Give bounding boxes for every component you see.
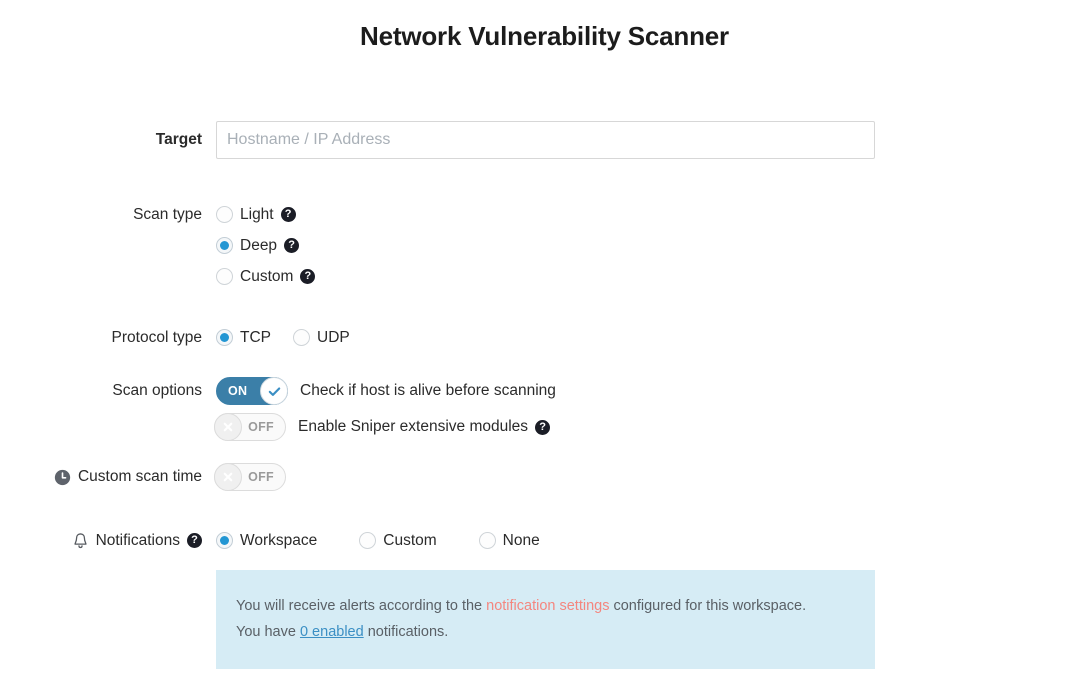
info-banner: You will receive alerts according to the… [216,570,875,669]
notifications-banner-row: You will receive alerts according to the… [0,570,1089,669]
radio-deep-indicator[interactable] [216,237,233,254]
scan-type-row: Scan type Light ? Deep ? Custom ? [0,199,1089,292]
radio-option-tcp[interactable]: TCP [216,322,271,353]
radio-option-notif-custom[interactable]: Custom [359,525,437,556]
radio-custom-label: Custom [240,267,294,285]
sniper-label-spacer [0,413,216,441]
radio-option-custom[interactable]: Custom ? [216,261,1089,292]
scan-options-label: Scan options [112,382,202,399]
radio-notif-custom-indicator[interactable] [359,532,377,549]
bell-icon [72,532,89,550]
radio-option-deep[interactable]: Deep ? [216,230,1089,261]
toggle-sniper-state: OFF [248,420,274,434]
radio-option-udp[interactable]: UDP [293,322,350,353]
banner-line2-before: You have [236,624,300,640]
target-label: Target [155,131,202,148]
scan-option-sniper-text: Enable Sniper extensive modules [298,418,529,435]
close-icon [223,472,233,482]
radio-none-label: None [502,531,540,549]
toggle-sniper[interactable]: OFF [214,413,286,441]
toggle-custom-scan-time-knob[interactable] [214,463,242,491]
radio-workspace-label: Workspace [240,531,318,549]
radio-deep-label: Deep [240,236,278,254]
banner-line2-after: notifications. [363,624,449,640]
scan-type-options: Light ? Deep ? Custom ? [216,199,1089,292]
radio-notif-custom-label: Custom [383,531,437,549]
protocol-type-options: TCP UDP [216,322,1089,353]
notifications-label: Notifications [95,531,180,549]
toggle-custom-scan-time-state: OFF [248,470,274,484]
radio-workspace-indicator[interactable] [216,532,233,549]
help-icon-custom[interactable]: ? [300,269,316,284]
scanner-form: Target Scan type Light ? Deep ? Custom ? [0,110,1089,669]
scan-option-host-alive-text-wrap: Check if host is alive before scanning [300,382,556,400]
scan-option-host-alive: ON Check if host is alive before scannin… [216,377,1089,405]
check-icon [268,386,280,396]
banner-line1-after: configured for this workspace. [609,598,807,614]
radio-light-label: Light [240,205,274,223]
notifications-row: Notifications ? Workspace Custom None [0,525,1089,556]
clock-icon [54,469,71,486]
notifications-label-wrap: Notifications ? [0,525,216,556]
radio-udp-indicator[interactable] [293,329,310,346]
scan-options-field: ON Check if host is alive before scannin… [216,377,1089,405]
banner-line-1: You will receive alerts according to the… [236,593,855,619]
scan-option-sniper: OFF Enable Sniper extensive modules ? [214,413,1089,441]
radio-none-indicator[interactable] [478,532,496,549]
radio-option-none[interactable]: None [478,525,540,556]
notifications-options: Workspace Custom None [216,525,1089,556]
custom-scan-time-label-wrap: Custom scan time [0,463,216,491]
radio-option-light[interactable]: Light ? [216,199,1089,230]
toggle-host-alive-state: ON [228,384,248,398]
radio-tcp-label: TCP [240,328,271,346]
help-icon-light[interactable]: ? [280,207,296,222]
notification-settings-link[interactable]: notification settings [486,598,610,614]
target-input[interactable] [216,121,875,159]
help-icon-notifications[interactable]: ? [187,533,202,548]
help-icon-deep[interactable]: ? [284,238,300,253]
radio-custom-indicator[interactable] [216,268,233,285]
custom-scan-time-row: Custom scan time OFF [0,463,1089,496]
protocol-type-row: Protocol type TCP UDP [0,322,1089,353]
scan-option-sniper-text-wrap: Enable Sniper extensive modules ? [298,418,551,436]
scan-options-row: Scan options ON Check if host is alive b… [0,377,1089,405]
close-icon [223,422,233,432]
target-field-col [216,121,1089,159]
scan-option-host-alive-text: Check if host is alive before scanning [300,382,556,399]
sniper-field: OFF Enable Sniper extensive modules ? [214,413,1089,441]
scan-type-label: Scan type [133,205,202,223]
help-icon-sniper[interactable]: ? [535,419,551,435]
custom-scan-time-field: OFF [214,463,1089,496]
toggle-host-alive[interactable]: ON [216,377,288,405]
protocol-type-label: Protocol type [111,328,202,346]
radio-option-workspace[interactable]: Workspace [216,525,317,556]
radio-light-indicator[interactable] [216,206,233,223]
banner-line-2: You have 0 enabled notifications. [236,619,855,645]
page-title: Network Vulnerability Scanner [360,21,729,51]
banner-line1-before: You will receive alerts according to the [236,598,487,614]
target-row: Target [0,110,1089,170]
custom-scan-time-label: Custom scan time [77,468,202,485]
enabled-notifications-link[interactable]: 0 enabled [299,624,364,640]
radio-udp-label: UDP [317,328,350,346]
sniper-row: OFF Enable Sniper extensive modules ? [0,413,1089,441]
toggle-host-alive-knob[interactable] [260,377,288,405]
radio-tcp-indicator[interactable] [216,329,233,346]
toggle-sniper-knob[interactable] [214,413,242,441]
banner-field: You will receive alerts according to the… [216,570,1089,669]
toggle-custom-scan-time[interactable]: OFF [214,463,286,491]
